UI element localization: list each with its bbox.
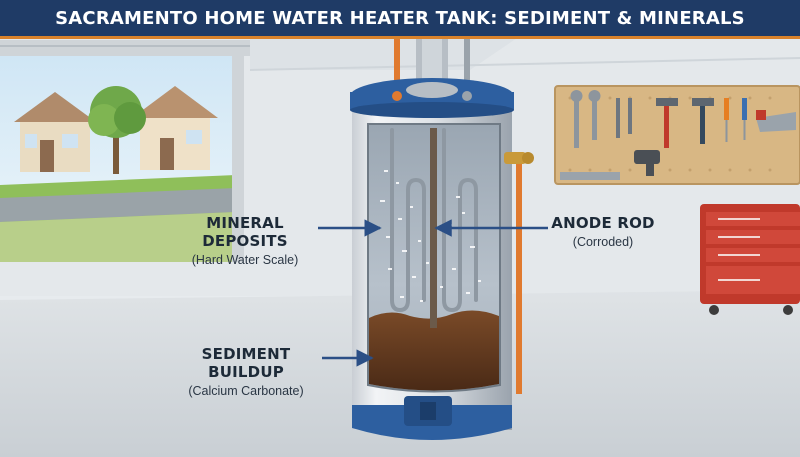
- anode-rod-icon: [430, 128, 437, 328]
- callout-title: MINERAL DEPOSITS: [202, 214, 288, 250]
- water-heater-tank: [350, 78, 534, 440]
- house-icon: [14, 92, 96, 172]
- house-icon: [132, 86, 218, 170]
- mineral-deposits-callout: MINERAL DEPOSITS (Hard Water Scale): [170, 214, 320, 267]
- pegboard-tools-icon: [554, 85, 800, 185]
- page-title: SACRAMENTO HOME WATER HEATER TANK: SEDIM…: [55, 7, 745, 29]
- callout-subtitle: (Corroded): [572, 235, 634, 249]
- supply-pipes: [394, 36, 470, 96]
- mineral-scale: [380, 170, 481, 302]
- tool-chest-icon: [700, 204, 800, 315]
- callout-subtitle: (Calcium Carbonate): [188, 384, 304, 398]
- callout-title: ANODE ROD: [551, 214, 655, 232]
- sediment-buildup-callout: SEDIMENT BUILDUP (Calcium Carbonate): [168, 345, 324, 398]
- callout-subtitle: (Hard Water Scale): [191, 253, 299, 267]
- tank-cutaway-interior: [367, 123, 501, 393]
- heating-element-icon: [390, 128, 478, 313]
- anode-rod-callout: ANODE ROD (Corroded): [548, 214, 658, 249]
- callout-title: SEDIMENT BUILDUP: [201, 345, 291, 381]
- title-banner: SACRAMENTO HOME WATER HEATER TANK: SEDIM…: [0, 0, 800, 39]
- tree-icon: [88, 86, 146, 174]
- pressure-relief-valve-icon: [504, 152, 534, 394]
- garage-door-opening: [0, 40, 250, 262]
- sediment-layer: [369, 310, 499, 391]
